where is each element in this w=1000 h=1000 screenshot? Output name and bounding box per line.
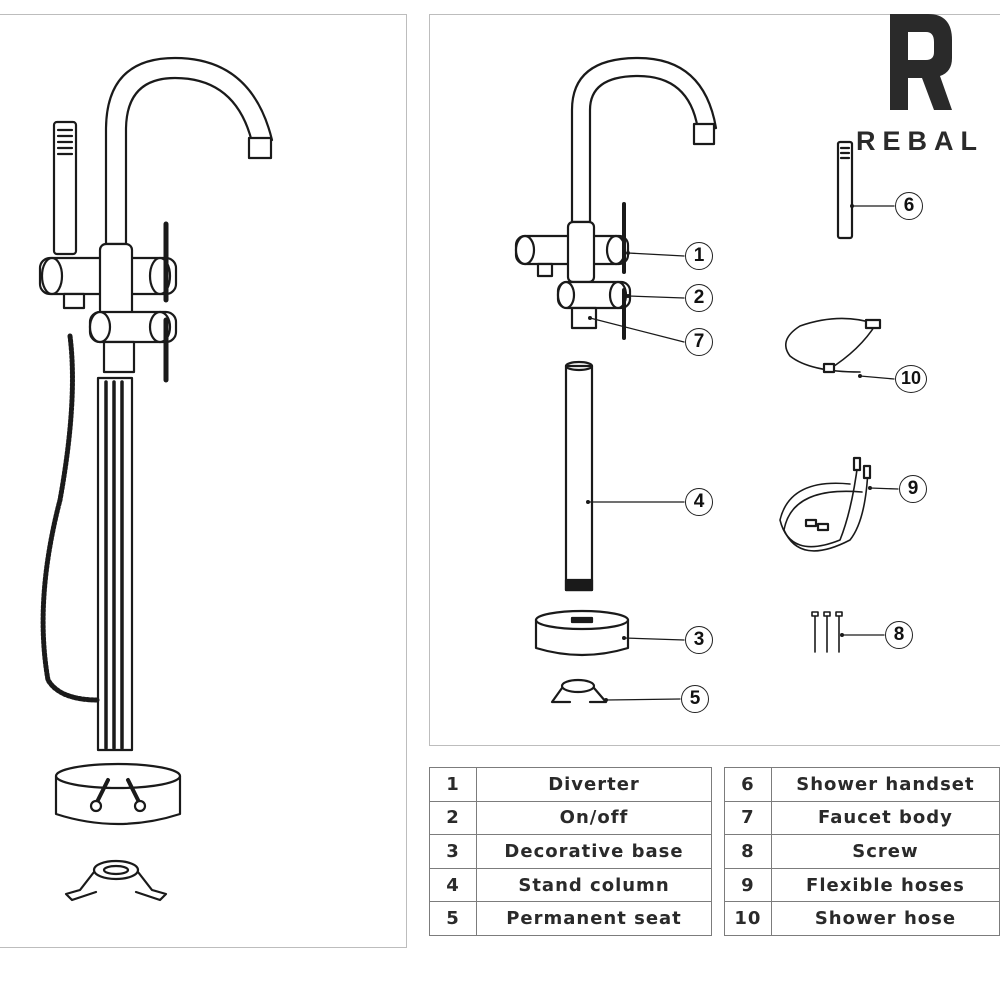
part-number: 3	[429, 834, 477, 869]
callout-6: 6	[895, 192, 923, 220]
part-name: Shower hose	[770, 901, 1000, 936]
exploded-parts-illustration	[514, 56, 882, 704]
leader-lines	[587, 205, 899, 701]
part-name: On/off	[476, 800, 712, 836]
r-block-logo-icon	[890, 14, 952, 110]
callout-8: 8	[885, 621, 913, 649]
part-number: 6	[724, 767, 772, 802]
callout-1: 1	[685, 242, 713, 270]
part-number: 5	[429, 901, 477, 936]
callout-10: 10	[895, 365, 927, 393]
part-name: Diverter	[476, 767, 712, 802]
callout-4: 4	[685, 488, 713, 516]
part-number: 8	[724, 834, 772, 869]
part-number: 7	[724, 800, 772, 836]
brand-name: REBAL	[856, 126, 984, 156]
part-name: Shower handset	[770, 767, 1000, 802]
callout-7: 7	[685, 328, 713, 356]
callout-5: 5	[681, 685, 709, 713]
part-number: 9	[724, 867, 772, 903]
part-name: Flexible hoses	[770, 867, 1000, 903]
part-name: Stand column	[476, 867, 712, 903]
part-name: Permanent seat	[476, 901, 712, 936]
part-name: Screw	[770, 834, 1000, 869]
part-number: 1	[429, 767, 477, 802]
part-number: 2	[429, 800, 477, 836]
part-number: 10	[724, 901, 772, 936]
part-number: 4	[429, 867, 477, 903]
assembled-faucet-illustration	[38, 56, 274, 902]
callout-9: 9	[899, 475, 927, 503]
callout-3: 3	[685, 626, 713, 654]
callout-2: 2	[685, 284, 713, 312]
part-name: Decorative base	[476, 834, 712, 869]
part-name: Faucet body	[770, 800, 1000, 836]
